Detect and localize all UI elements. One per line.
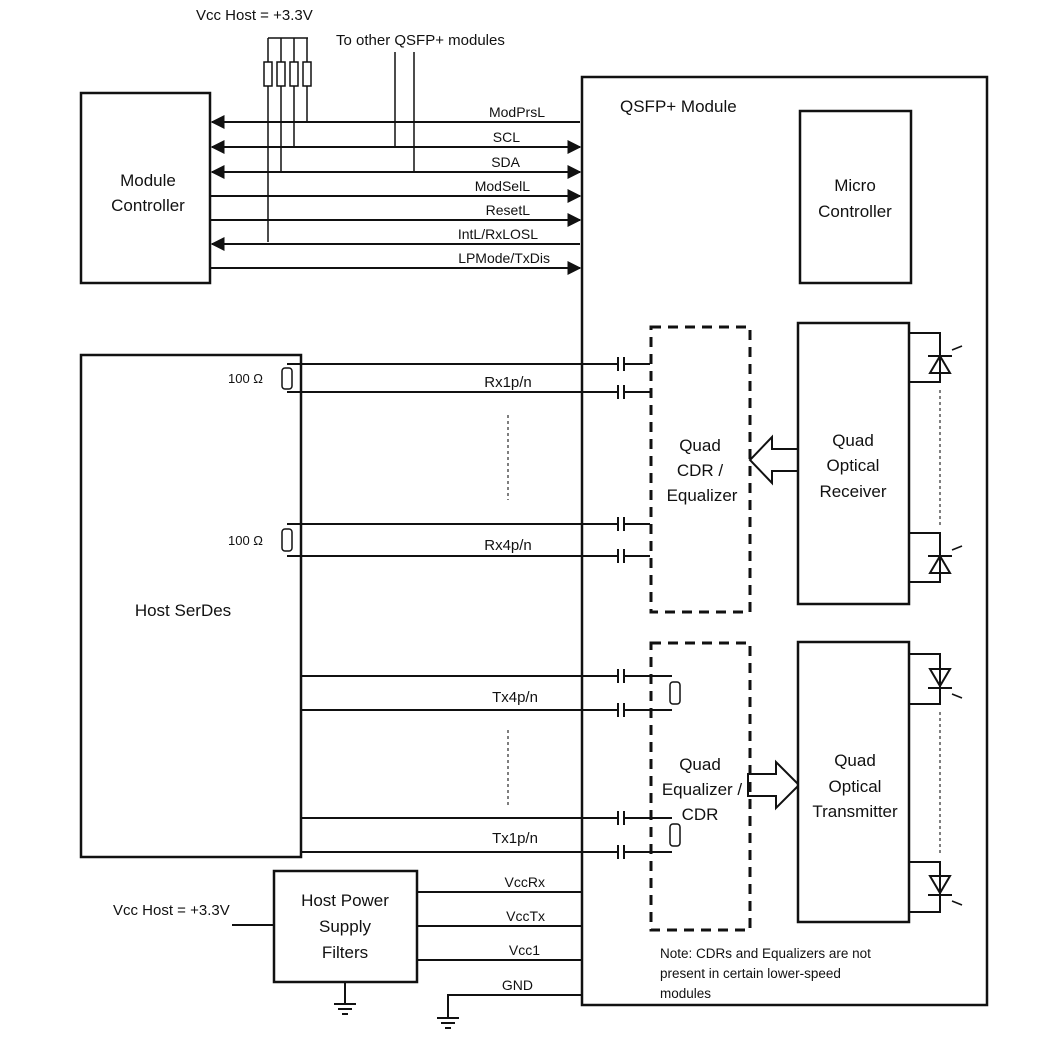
rx1-lane xyxy=(281,357,650,399)
psu-label-3: Filters xyxy=(322,943,368,962)
quad-receiver-label-2: Optical xyxy=(827,456,880,475)
quad-cdr-label-2: CDR / xyxy=(677,461,724,480)
signal-vccrx: VccRx xyxy=(505,874,545,890)
control-signals xyxy=(210,115,582,275)
quad-transmitter-label-1: Quad xyxy=(834,751,876,770)
to-other-modules-label: To other QSFP+ modules xyxy=(336,32,505,49)
signal-modsel: ModSelL xyxy=(475,178,530,194)
vcc-host-bottom-label: Vcc Host = +3.3V xyxy=(113,902,230,919)
note-line-2: present in certain lower-speed xyxy=(660,966,841,981)
module-controller-label-1: Module xyxy=(120,171,176,190)
signal-tx4: Tx4p/n xyxy=(492,689,538,706)
quad-transmitter-label-2: Optical xyxy=(829,777,882,796)
module-controller-label-2: Controller xyxy=(111,196,185,215)
module-controller-box xyxy=(79,91,212,285)
quad-cdr-label-3: Equalizer xyxy=(667,486,738,505)
signal-rx1: Rx1p/n xyxy=(484,374,532,391)
signal-resetl: ResetL xyxy=(486,202,531,218)
signal-sda: SDA xyxy=(491,154,520,170)
quad-eq-label-3: CDR xyxy=(682,805,719,824)
rx-data-arrow xyxy=(748,434,799,486)
host-serdes-box xyxy=(79,353,303,859)
signal-scl: SCL xyxy=(493,129,520,145)
signal-intl: IntL/RxLOSL xyxy=(458,226,538,242)
host-power-supply-filters-box xyxy=(272,869,419,984)
rx4-lane xyxy=(281,517,650,563)
note-line-1: Note: CDRs and Equalizers are not xyxy=(660,946,871,961)
quad-equalizer-cdr-box xyxy=(649,641,752,932)
laser-diode-top xyxy=(909,653,963,705)
quad-optical-transmitter-box xyxy=(796,640,911,924)
tx1-lane xyxy=(301,811,681,859)
micro-controller-label-2: Controller xyxy=(818,202,892,221)
micro-controller-box xyxy=(798,109,913,285)
quad-cdr-label-1: Quad xyxy=(679,436,721,455)
signal-gnd: GND xyxy=(502,977,533,993)
qsfp-module-box xyxy=(580,75,989,1007)
power-rails xyxy=(417,891,582,1018)
signal-vcc1: Vcc1 xyxy=(509,942,540,958)
quad-receiver-label-1: Quad xyxy=(832,431,874,450)
quad-receiver-label-3: Receiver xyxy=(819,482,886,501)
psu-label-2: Supply xyxy=(319,917,371,936)
psu-label-1: Host Power xyxy=(301,891,389,910)
photodiode-top xyxy=(909,332,963,383)
pullup-resistors xyxy=(263,37,415,242)
tx4-lane xyxy=(301,669,681,717)
laser-diode-bottom xyxy=(909,861,963,913)
signal-vcctx: VccTx xyxy=(506,908,545,924)
note-line-3: modules xyxy=(660,986,711,1001)
vcc-host-top-label: Vcc Host = +3.3V xyxy=(196,7,313,24)
rx4-termination-label: 100 Ω xyxy=(228,533,263,548)
quad-optical-receiver-box xyxy=(796,321,911,606)
ground-symbol-psu xyxy=(334,982,356,1015)
photodiode-bottom xyxy=(909,532,963,583)
qsfp-module-label: QSFP+ Module xyxy=(620,97,737,116)
quad-transmitter-label-3: Transmitter xyxy=(812,802,898,821)
quad-eq-label-1: Quad xyxy=(679,755,721,774)
signal-rx4: Rx4p/n xyxy=(484,537,532,554)
host-serdes-label: Host SerDes xyxy=(135,601,231,620)
signal-lpmode: LPMode/TxDis xyxy=(458,250,550,266)
ground-symbol-gnd-rail xyxy=(437,1017,459,1029)
micro-controller-label-1: Micro xyxy=(834,176,876,195)
signal-tx1: Tx1p/n xyxy=(492,830,538,847)
quad-cdr-equalizer-box xyxy=(649,325,752,614)
signal-modprsl: ModPrsL xyxy=(489,104,545,120)
tx-data-arrow xyxy=(747,759,801,811)
quad-eq-label-2: Equalizer / xyxy=(662,780,743,799)
rx1-termination-label: 100 Ω xyxy=(228,371,263,386)
